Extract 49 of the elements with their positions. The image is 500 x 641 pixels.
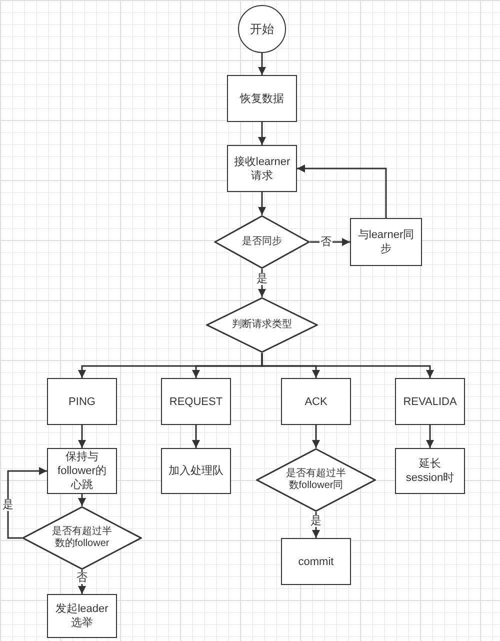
terminal-label: 开始 [250, 22, 274, 36]
step-label: 延长session时 [404, 457, 456, 485]
process-box [47, 378, 117, 425]
arrow [258, 53, 266, 75]
condition-label: 是否同步 [242, 236, 282, 248]
step-label: 发起leader选举 [54, 602, 110, 630]
condition-label: 判断请求类型 [232, 319, 292, 331]
edge-label: 是 [310, 515, 322, 527]
step-label: ACK [304, 394, 328, 408]
arrow [192, 425, 200, 448]
arrow [312, 425, 320, 448]
process-box [161, 448, 231, 494]
arrow [426, 425, 434, 448]
process-box [281, 378, 351, 425]
decision-diamond [214, 215, 310, 269]
decision-diamond [206, 297, 318, 353]
step-label: 与learner同步 [357, 228, 415, 256]
step-label: 接收learner请求 [233, 154, 291, 182]
process-box [281, 538, 351, 585]
decision-diamond [256, 448, 376, 512]
arrow [78, 425, 86, 448]
process-box [395, 448, 465, 494]
process-box [395, 378, 465, 425]
arrow [7, 467, 47, 539]
process-box [350, 218, 422, 266]
process-box [227, 145, 297, 192]
arrow [78, 494, 86, 506]
process-box [47, 448, 117, 494]
arrow [297, 164, 387, 218]
process-box [47, 594, 117, 638]
edge-label: 否 [76, 572, 88, 584]
condition-label: 是否有超过半数follower同 [285, 468, 347, 492]
step-label: 恢复数据 [240, 92, 284, 106]
process-box [227, 75, 297, 122]
condition-label: 是否有超过半数的follower [51, 526, 113, 550]
arrow [258, 122, 266, 145]
edge-label: 否 [320, 236, 332, 248]
step-label: REQUEST [169, 394, 223, 408]
step-label: 保持与follower的心跳 [56, 450, 108, 492]
decision-diamond [22, 506, 142, 570]
edge-label: 是 [2, 498, 14, 510]
edge-label: 是 [256, 273, 268, 285]
process-box [161, 378, 231, 425]
step-label: commit [298, 554, 334, 568]
arrow [261, 353, 434, 378]
step-label: REVALIDA [403, 394, 457, 408]
step-label: PING [68, 394, 96, 408]
step-label: 加入处理队 [168, 464, 224, 478]
arrow [258, 192, 266, 215]
